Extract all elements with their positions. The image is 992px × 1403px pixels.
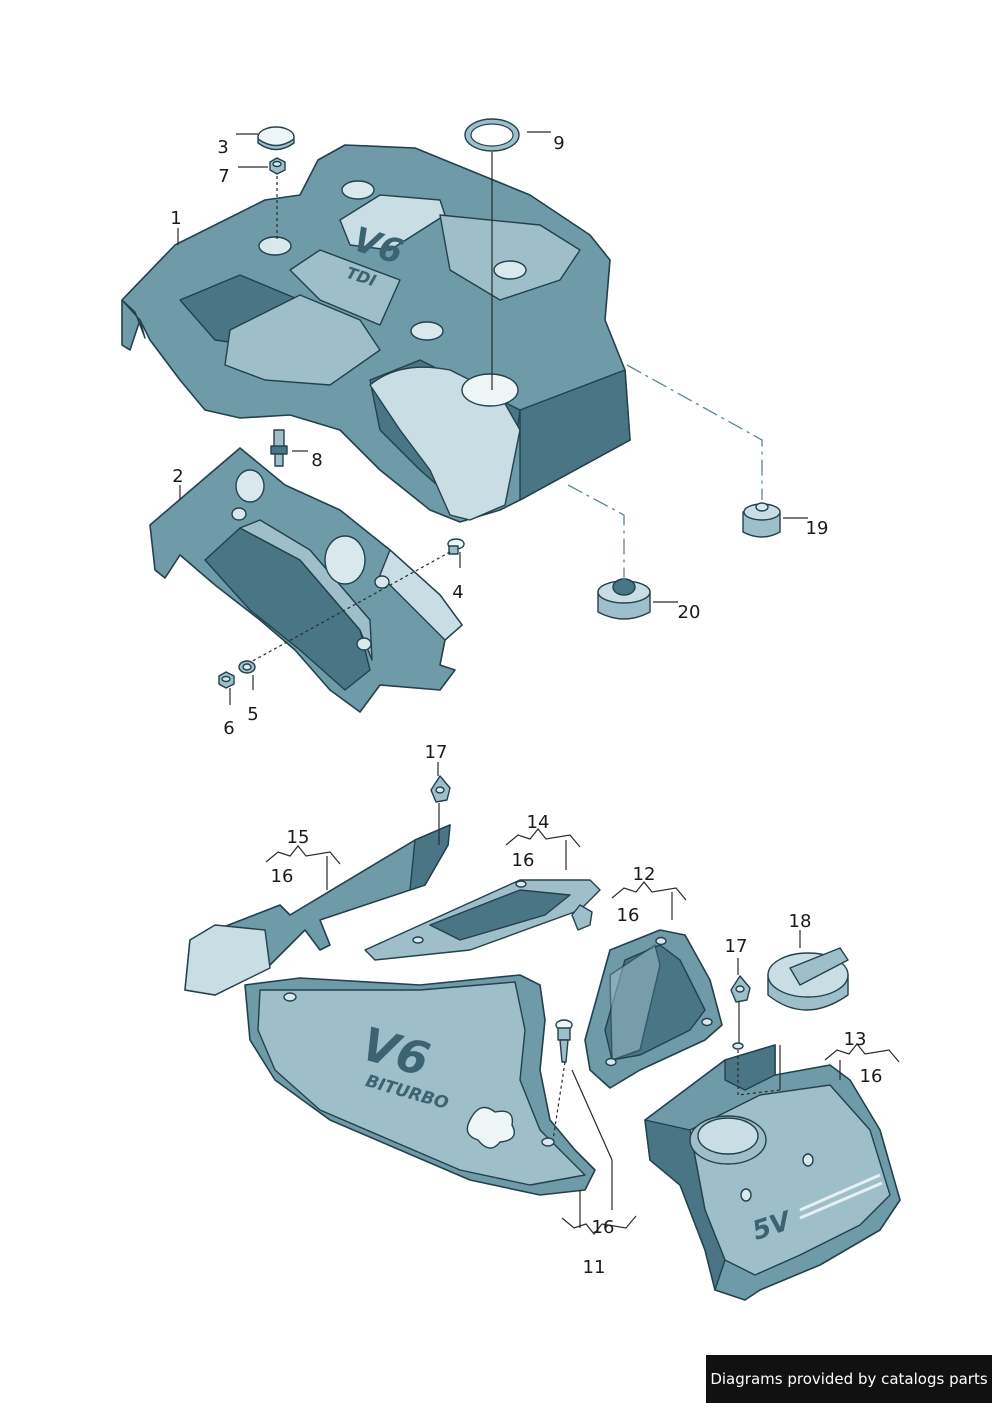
- part-3-cap: [257, 126, 295, 151]
- callout-9: 9: [553, 133, 564, 154]
- callout-11-sub-16: 16: [592, 1217, 615, 1238]
- part-4-screw: [447, 538, 465, 555]
- callout-15: 15: [287, 827, 310, 848]
- leader-lines: [177, 131, 900, 1235]
- part-8-stud: [270, 429, 288, 467]
- callout-3: 3: [217, 137, 228, 158]
- part-15-cover-strip: [184, 824, 451, 996]
- callout-13-sub-16: 16: [860, 1066, 883, 1087]
- callout-5: 5: [247, 704, 258, 725]
- callout-1: 1: [170, 208, 181, 229]
- callout-8: 8: [311, 450, 322, 471]
- part-20-rubber-mount: [597, 578, 651, 620]
- part-17-clip-lower: [730, 975, 751, 1003]
- part-14-gasket-plate: [364, 879, 601, 961]
- part-1-engine-cover: V6 TDI: [121, 144, 631, 523]
- part-19-rubber-mount: [742, 502, 781, 538]
- callout-12: 12: [633, 864, 656, 885]
- part-5-grommet: [238, 660, 256, 674]
- callout-12-sub-16: 16: [617, 905, 640, 926]
- callout-17-upper: 17: [425, 742, 448, 763]
- part-18-filler-cap: [767, 947, 849, 1011]
- callout-20: 20: [678, 602, 701, 623]
- callout-14-sub-16: 16: [512, 850, 535, 871]
- footer-credit: Diagrams provided by catalogs parts: [706, 1355, 992, 1403]
- callout-2: 2: [172, 466, 183, 487]
- part-17-clip-upper: [430, 775, 451, 803]
- part-6-nut: [218, 671, 235, 689]
- part-16-clip-screw: [555, 1019, 573, 1063]
- callout-14: 14: [527, 812, 550, 833]
- callout-18: 18: [789, 911, 812, 932]
- part-11-biturbo-cover: V6 BITURBO: [244, 974, 596, 1196]
- callout-19: 19: [806, 518, 829, 539]
- callout-11: 11: [583, 1257, 606, 1278]
- callout-13: 13: [844, 1029, 867, 1050]
- callout-6: 6: [223, 718, 234, 739]
- callout-labels: 1 2 3 4 5 6 7 8 9 19 20 17 15 16 14 16 1…: [170, 133, 882, 1278]
- callout-17-lower: 17: [725, 936, 748, 957]
- callout-15-sub-16: 16: [271, 866, 294, 887]
- part-12-cover-panel: [584, 929, 723, 1089]
- part-9-ring: [464, 118, 520, 152]
- part-2-heat-shield: [149, 447, 463, 713]
- part-7-nut: [269, 157, 286, 175]
- callout-4: 4: [452, 582, 463, 603]
- callout-7: 7: [218, 166, 229, 187]
